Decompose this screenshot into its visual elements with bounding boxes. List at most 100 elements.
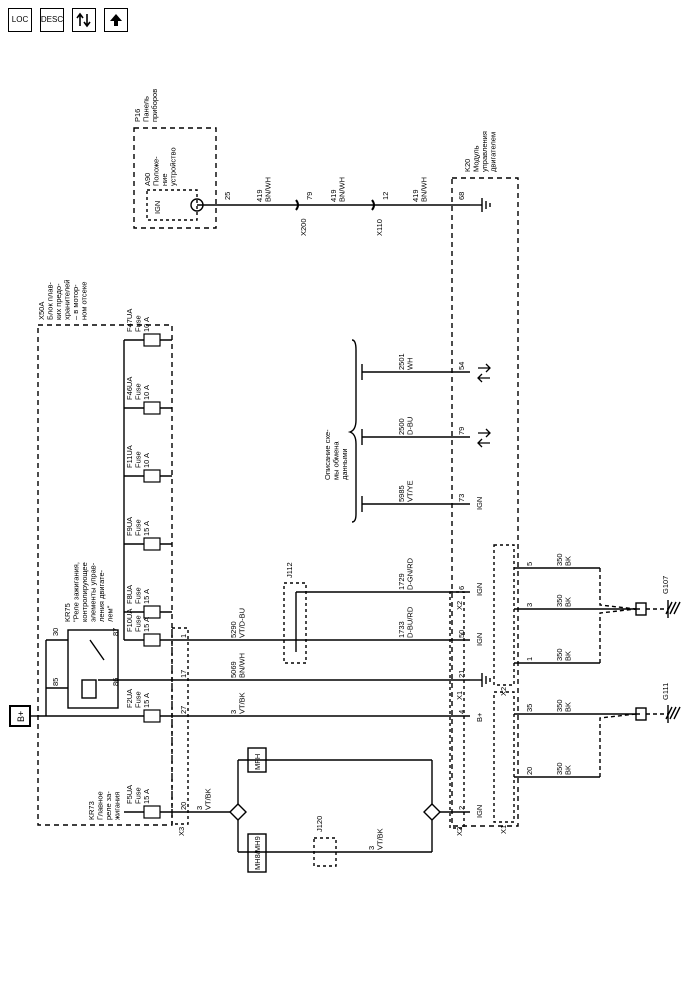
g107-label: G107 — [661, 576, 670, 594]
wire-350-label-5: 350BK — [555, 762, 573, 775]
k20-label: K20Модульуправлениядвигателем — [463, 131, 498, 172]
g111-label: G111 — [661, 683, 670, 700]
pin-12: 12 — [381, 192, 390, 200]
kr75-pin30: 30 — [51, 628, 60, 636]
pin-21: 21 — [457, 670, 466, 678]
j112-splice-border — [283, 582, 307, 664]
x110-label: X110 — [375, 219, 384, 236]
wire-5290-label: 5290VT/D-BU — [229, 608, 247, 638]
pin-2: 2 — [457, 806, 466, 810]
x3-label: X3 — [177, 827, 186, 836]
mfh-label: MFH — [253, 754, 262, 770]
fuse-label-f46ua: F46UAFuse10 A — [125, 377, 151, 400]
fuse-label-f47ua: F47UAFuse10 A — [125, 309, 151, 332]
desc-label: DESC — [40, 15, 64, 24]
a90-sensor-icon — [190, 198, 204, 212]
x200-label: X200 — [299, 218, 308, 236]
pin-5: 5 — [525, 562, 534, 566]
j112-label: J112 — [285, 562, 294, 578]
j120-label: J120 — [315, 816, 324, 832]
pin-6: 6 — [457, 586, 466, 590]
wire-3-label-c: 3VT/BK — [367, 828, 385, 850]
p16-panel-border — [133, 127, 217, 229]
wire-5985-label: 5985VT/YE — [397, 480, 415, 502]
pin-73: 73 — [457, 494, 466, 502]
x50a-fusebox-border — [37, 324, 173, 826]
wire-2501-label: 2501WH — [397, 353, 415, 370]
fuse-label-f11ua: F11UAFuse10 A — [125, 445, 151, 468]
a90-label: A90Положе-ниеустройство — [143, 147, 178, 186]
wire-1729-label: 1729D-GN/RD — [397, 557, 415, 590]
bplus-box — [9, 705, 31, 727]
mh8-box — [247, 833, 267, 873]
ign-term-4: IGN — [475, 805, 484, 818]
pin-79a: 79 — [305, 192, 314, 200]
fuse-f8ua-symbol — [143, 605, 161, 619]
kr75-relay-box — [67, 629, 119, 709]
x1-label-ecm: X1 — [455, 691, 464, 700]
wire-2500-label: 2500D-BU — [397, 417, 415, 435]
wire-3-label-a: 3VT/BK — [229, 692, 247, 714]
wire-350-label-3: 350BK — [555, 648, 573, 661]
x1-label-ground: X1 — [499, 825, 508, 834]
kr73-label: KR73Главноереле за-жигания — [87, 791, 122, 820]
up-arrow-icon[interactable] — [104, 8, 128, 32]
k20-ecm-border — [451, 177, 519, 827]
pin-1b: 1 — [525, 657, 534, 661]
pin-17: 17 — [179, 670, 188, 678]
pin-25: 25 — [223, 192, 232, 200]
wire-419-label-a: 419BN/WH — [255, 177, 273, 202]
kr75-pin87: 87 — [111, 628, 120, 636]
bplus-term: B+ — [475, 712, 484, 722]
wire-5069-label: 5069BN/WH — [229, 653, 247, 678]
x2-ground-connector-border — [493, 544, 515, 686]
x50a-label: X50AБлок плав-ких предо-хранителей– в мо… — [37, 280, 89, 320]
pin-27: 27 — [179, 706, 188, 714]
desc-button[interactable]: DESC — [40, 8, 64, 32]
fuse-f2ua-symbol — [143, 709, 161, 723]
ign-term-3: IGN — [475, 633, 484, 646]
kr75-pin85: 85 — [51, 678, 60, 686]
wire-3-label-b: 3VT/BK — [195, 788, 213, 810]
fuse-f5ua-symbol — [143, 805, 161, 819]
wire-350-label-4: 350BK — [555, 699, 573, 712]
ign-term-1: IGN — [475, 497, 484, 510]
mh8-label: MH8/MH9 — [253, 836, 262, 870]
fusebox-connector-x3-border — [171, 627, 189, 825]
pin-20: 20 — [179, 802, 188, 810]
wire-419-label-b: 419BN/WH — [329, 177, 347, 202]
pin-54: 54 — [457, 362, 466, 370]
x2-label-ecm-a: X2 — [455, 601, 464, 610]
pin-68: 68 — [457, 192, 466, 200]
x110-connector-icon — [371, 199, 375, 211]
fuse-label-f2ua: F2UAFuse15 A — [125, 689, 151, 708]
mfh-box — [247, 747, 267, 773]
wire-350-label-2: 350BK — [555, 594, 573, 607]
x200-connector-icon — [295, 199, 299, 211]
bplus-label: B+ — [16, 711, 26, 722]
data-comm-icon[interactable] — [72, 8, 96, 32]
pin-1: 1 — [179, 634, 188, 638]
fuse-f11ua-symbol — [143, 469, 161, 483]
wire-1733-label: 1733D-BU/RD — [397, 606, 415, 638]
fuse-f10ua-symbol — [143, 633, 161, 647]
fuse-f9ua-symbol — [143, 537, 161, 551]
loc-button[interactable]: LOC — [8, 8, 32, 32]
fuse-label-f8ua: F8UAFuse15 A — [125, 585, 151, 604]
fuse-f46ua-symbol — [143, 401, 161, 415]
pin-3: 3 — [525, 603, 534, 607]
wire-350-label-1: 350BK — [555, 553, 573, 566]
kr75-pin86: 86 — [111, 678, 120, 686]
pin-50: 50 — [457, 630, 466, 638]
fuse-label-f5ua: F5UAFuse15 A — [125, 785, 151, 804]
x2-label-ground: X2 — [499, 687, 508, 696]
fuse-label-f10ua: F10UAFuse15 A — [125, 609, 151, 632]
p16-label: P16Панельприборов — [133, 89, 159, 122]
pin-79b: 79 — [457, 427, 466, 435]
kr75-label: KR75"Реле зажигания,контролирующееэлемен… — [63, 562, 115, 622]
x2-label-ecm-b: X2 — [455, 827, 464, 836]
pin-35: 35 — [525, 704, 534, 712]
loc-label: LOC — [11, 15, 29, 24]
fuse-label-f9ua: F9UAFuse15 A — [125, 517, 151, 536]
